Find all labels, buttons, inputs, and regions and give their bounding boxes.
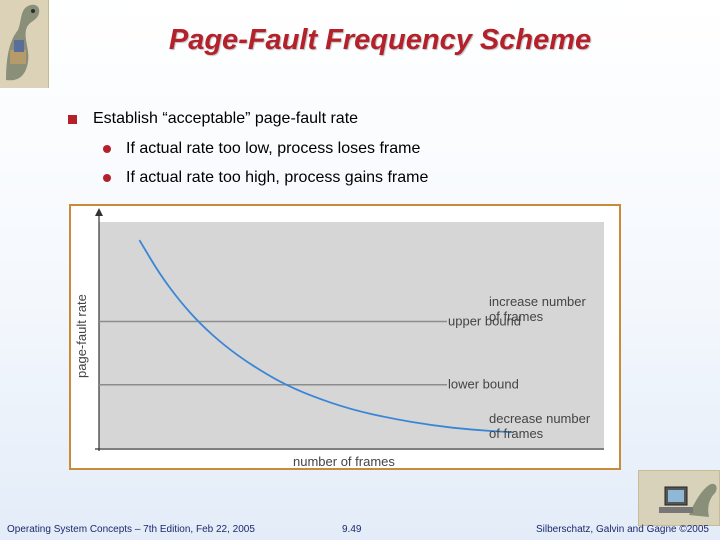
square-bullet-icon [68, 114, 77, 124]
page-title: Page-Fault Frequency Scheme [168, 24, 592, 56]
chart-frame: increase number of frames upper bound lo… [69, 204, 621, 470]
footer-page-number: 9.49 [342, 524, 362, 535]
bullet-text: If actual rate too high, process gains f… [126, 169, 429, 186]
plot-background [99, 222, 604, 448]
annotation-increase-1: increase number [489, 294, 586, 309]
footer-right: Silberschatz, Galvin and Gagne ©2005 [535, 524, 709, 535]
page-fault-curve [138, 239, 514, 434]
annotation-decrease-1: decrease number [489, 411, 591, 426]
bullet-text: Establish “acceptable” page-fault rate [93, 110, 359, 127]
annotation-decrease-2: of frames [489, 426, 544, 441]
sub-bullet-item: If actual rate too high, process gains f… [103, 169, 428, 187]
annotation-increase-2: of frames [489, 309, 544, 324]
round-bullet-icon [103, 145, 111, 153]
sub-bullet-item: If actual rate too low, process loses fr… [103, 140, 420, 158]
footer-left: Operating System Concepts – 7th Edition,… [7, 524, 255, 535]
annotation-lower-bound: lower bound [448, 377, 519, 392]
dinosaur-computer-icon [638, 470, 720, 526]
y-axis-label: page-fault rate [74, 294, 89, 378]
page-fault-chart: increase number of frames upper bound lo… [74, 208, 604, 469]
annotation-upper-bound: upper bound [448, 313, 521, 328]
dinosaur-logo-icon [0, 0, 49, 88]
x-axis-label: number of frames [293, 454, 395, 468]
bullet-text: If actual rate too low, process loses fr… [126, 140, 421, 157]
y-axis-arrow [95, 208, 103, 216]
round-bullet-icon [103, 174, 111, 182]
bullet-item: Establish “acceptable” page-fault rate [68, 110, 358, 128]
